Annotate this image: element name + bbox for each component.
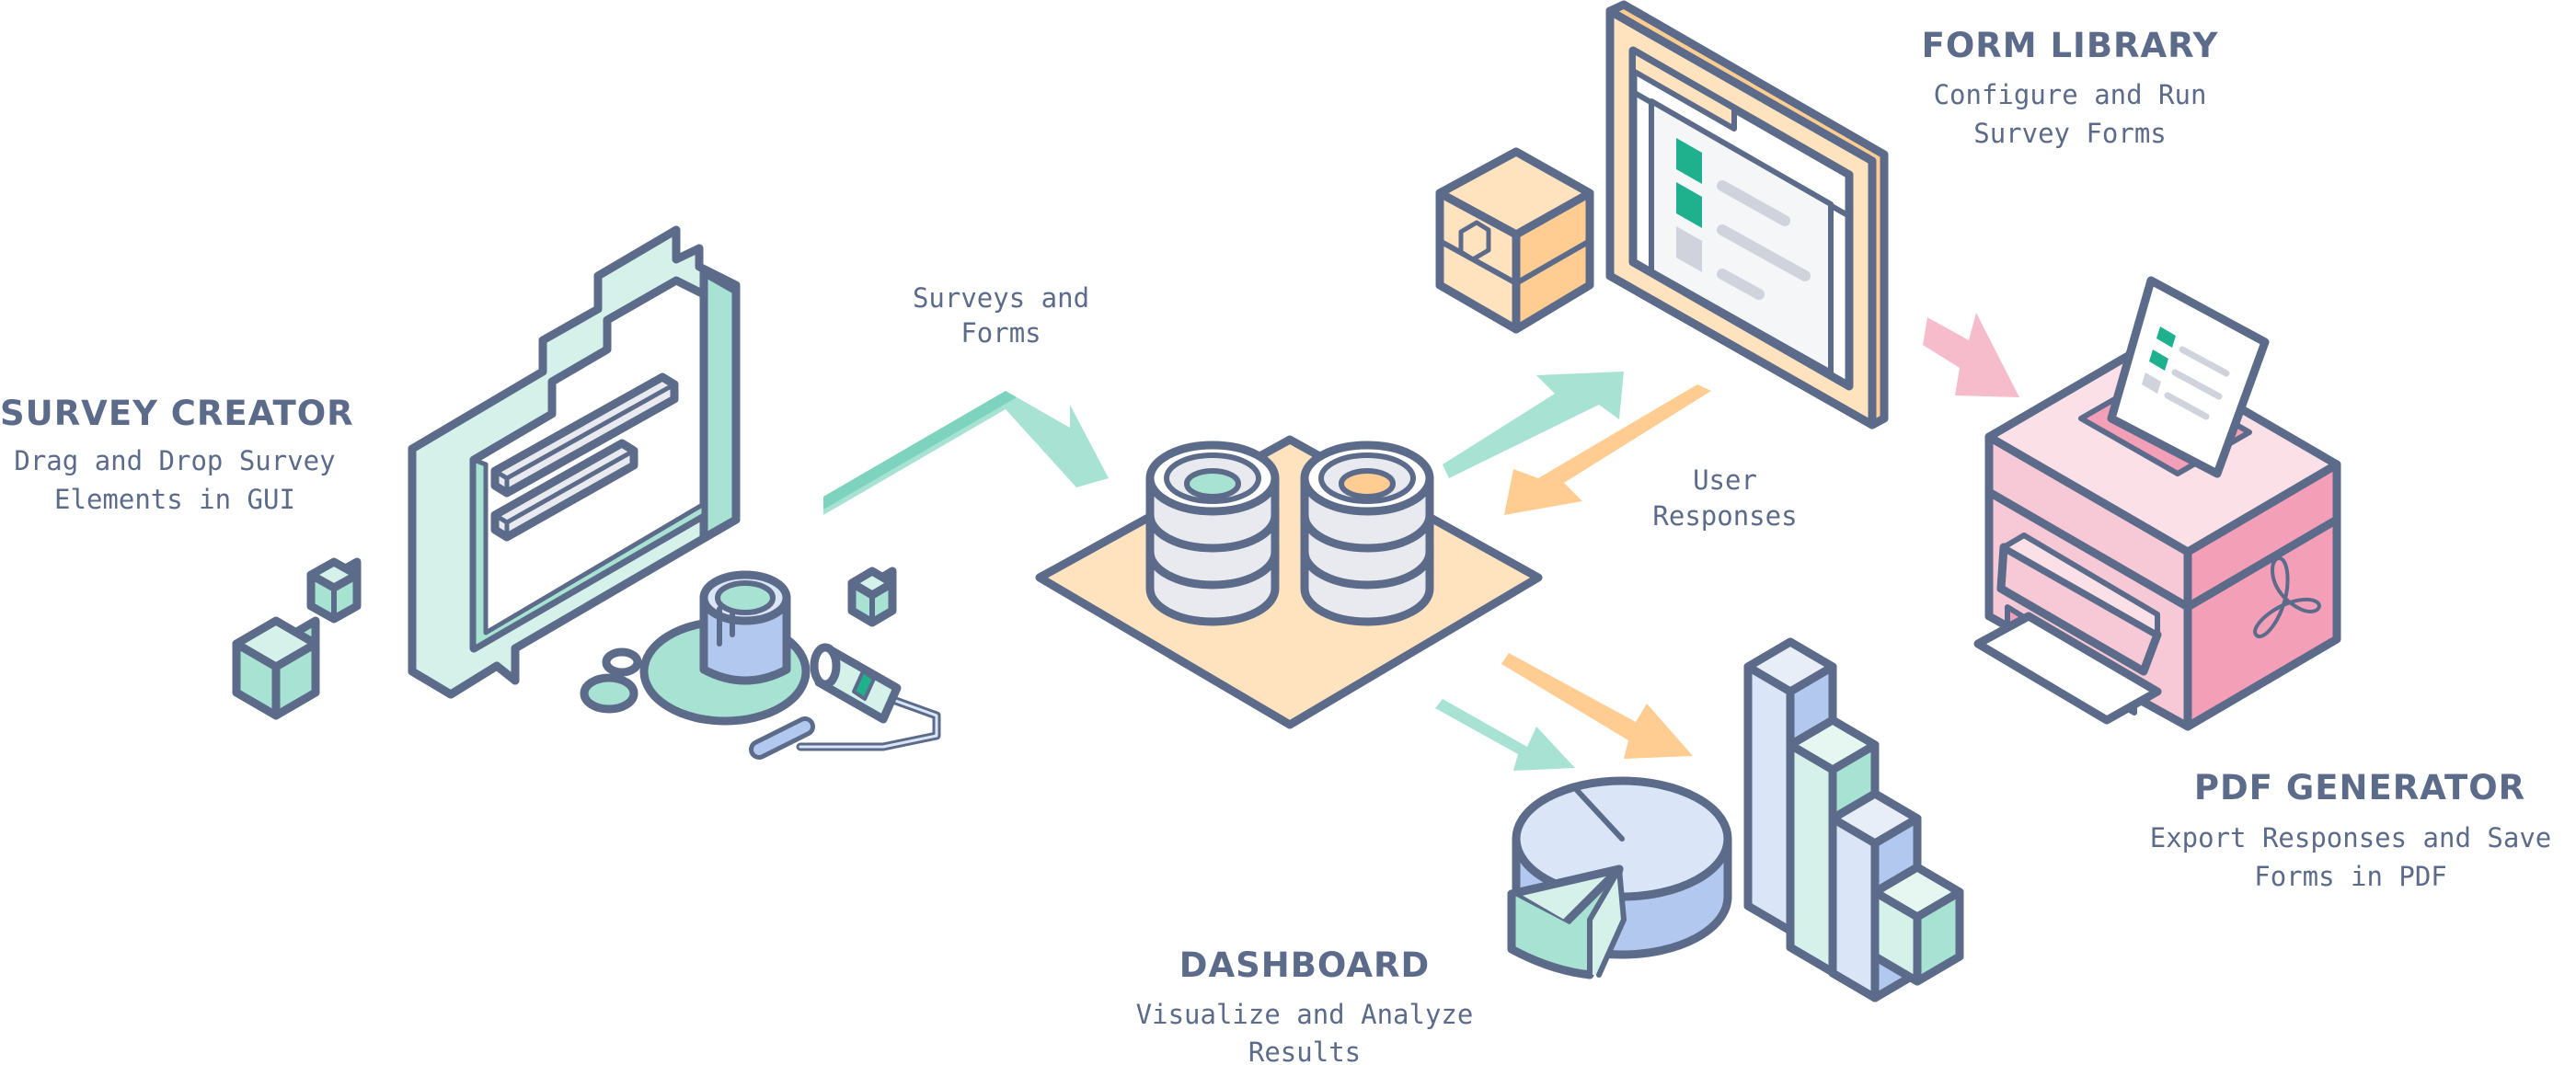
form-library-illustration xyxy=(1435,0,1889,429)
dashboard-illustration xyxy=(1507,637,1964,1002)
flow-arrows xyxy=(823,313,2019,771)
arrow-db-to-dashboard-orange xyxy=(1501,653,1693,759)
edge-label-user-responses-line1: User xyxy=(1693,464,1757,496)
pdf-generator-illustration xyxy=(1973,276,2341,731)
survey-creator-desc-line1: Drag and Drop Survey xyxy=(14,445,336,476)
edge-label-surveys-forms-line1: Surveys and xyxy=(912,282,1090,314)
dashboard-desc-line1: Visualize and Analyze xyxy=(1135,999,1474,1030)
arrow-db-to-dashboard-mint xyxy=(1435,699,1575,771)
pdf-generator-desc-line2: Forms in PDF xyxy=(2254,861,2447,892)
database-illustration xyxy=(1035,435,1543,729)
edge-label-user-responses-line2: Responses xyxy=(1652,500,1798,532)
survey-creator-illustration xyxy=(232,225,941,760)
arrow-form-to-pdf xyxy=(1923,313,2019,397)
form-library-title: FORM LIBRARY xyxy=(1921,26,2219,65)
arrow-form-library-to-db xyxy=(1504,384,1711,515)
survey-creator-title: SURVEY CREATOR xyxy=(0,394,354,433)
dashboard-desc-line2: Results xyxy=(1248,1036,1362,1065)
survey-creator-desc-line2: Elements in GUI xyxy=(54,484,295,515)
arrow-db-to-form-library xyxy=(1443,372,1624,478)
pdf-generator-title: PDF GENERATOR xyxy=(2193,768,2526,807)
form-library-desc-line1: Configure and Run xyxy=(1933,79,2207,110)
dashboard-title: DASHBOARD xyxy=(1179,945,1431,985)
pdf-generator-desc-line1: Export Responses and Save xyxy=(2149,822,2552,853)
edge-label-surveys-forms-line2: Forms xyxy=(960,317,1041,349)
form-library-desc-line2: Survey Forms xyxy=(1973,118,2167,149)
arrow-surveys-to-db xyxy=(823,391,1109,515)
